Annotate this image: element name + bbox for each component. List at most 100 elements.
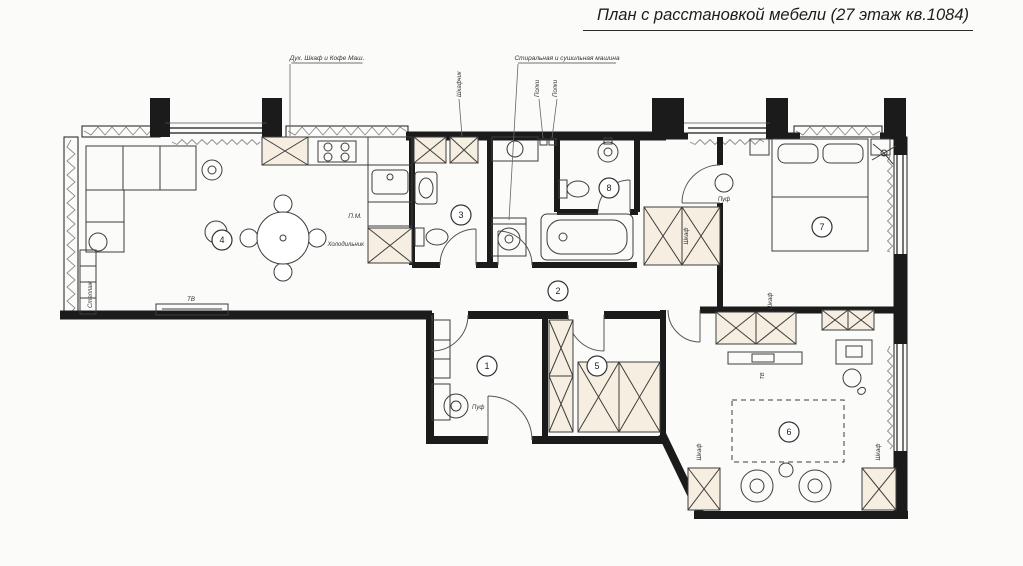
plan-label: Пуф [472, 405, 484, 411]
door-room6 [667, 309, 701, 343]
room-number-text: 2 [555, 286, 560, 296]
insulation-zigzag [689, 138, 765, 146]
dining-set [239, 194, 327, 282]
side-table [201, 159, 223, 181]
bathtub [540, 213, 634, 261]
room-number-text: 5 [594, 361, 599, 371]
wall-pier [766, 98, 788, 137]
kitchen-counter [261, 136, 413, 264]
nightstand [749, 138, 770, 156]
window-right-bedroom [896, 153, 904, 254]
tv-console-room6 [727, 351, 803, 365]
door-bedroom [681, 164, 721, 204]
kitchen-sink [371, 169, 409, 195]
bathroom-sink [414, 171, 438, 205]
room-number-badges-layer: 1 2 3 4 5 6 7 8 [211, 177, 833, 443]
bed [771, 138, 869, 252]
desk [835, 339, 873, 365]
window-top-living [170, 127, 262, 134]
walls-layer [60, 98, 908, 519]
windows-layer [165, 122, 904, 451]
insulation-zigzag [795, 126, 881, 136]
room-number-badge [450, 204, 472, 226]
wc-fixtures [558, 137, 619, 199]
bedroom-furniture [643, 138, 897, 266]
hall-bench [431, 383, 451, 421]
plan-label: Шкаф [684, 228, 690, 245]
plan-label: Стеллаж [88, 280, 94, 308]
room-number-text: 8 [606, 183, 611, 193]
insulation-zigzag [66, 139, 76, 313]
toilet-bathroom [425, 228, 449, 246]
room-number-text: 4 [219, 235, 224, 245]
desk-chair [842, 368, 862, 388]
door-entrance [487, 395, 533, 441]
room-number-badge [778, 421, 800, 443]
plan-label: Полки [553, 79, 559, 97]
wall-pier [884, 98, 906, 137]
room-number-badge [586, 355, 608, 377]
insulation-zigzag [171, 138, 261, 146]
plan-label: Шкаф [697, 444, 703, 461]
room-number-badge [476, 355, 498, 377]
side-table-room6 [778, 462, 794, 478]
window-right-room6 [896, 344, 904, 451]
pillow [822, 143, 864, 164]
plan-label: Шкаф [768, 293, 774, 310]
door-bathroom [439, 228, 477, 266]
plan-label: Шкафчик [457, 70, 463, 97]
room6-furniture [687, 309, 897, 511]
stove [317, 140, 357, 163]
pouf-hall [443, 393, 469, 419]
tv-console-living [155, 303, 229, 316]
annotation-leaders [289, 63, 558, 221]
armchair [798, 469, 832, 503]
plan-label: Холодильник [327, 242, 366, 248]
doors-layer [431, 164, 721, 441]
shelving-unit [79, 249, 97, 315]
wall-pier [150, 98, 170, 137]
room-number-text: 3 [458, 210, 463, 220]
insulation-zigzag [886, 345, 894, 450]
plan-label: Дух. Шкаф и Кофе Маш. [289, 55, 365, 62]
insulation-zigzag [83, 126, 159, 136]
room-number-text: 6 [786, 427, 791, 437]
plan-label: ТВ [760, 372, 766, 379]
hall-cabinet [431, 319, 451, 379]
plan-label: Пуф [718, 197, 730, 203]
plan-label: Стиральная и сушильная машина [514, 55, 620, 62]
furniture-layer [79, 136, 897, 511]
wc-sink [597, 141, 619, 163]
ceiling-fan-icon [871, 143, 897, 165]
room-number-text: 7 [819, 222, 824, 232]
plan-labels-layer: Дух. Шкаф и Кофе Маш. Стиральная и сушиль… [88, 55, 882, 460]
plan-label: Полки [535, 79, 541, 97]
pouf-living-2 [88, 232, 108, 252]
wall-pier [652, 98, 684, 137]
room-number-badge [547, 280, 569, 302]
plan-label: ТВ [187, 297, 195, 303]
rug [731, 399, 845, 463]
pouf-bedroom [714, 173, 734, 193]
plan-label: П.М. [348, 213, 362, 220]
armchair [740, 469, 774, 503]
room-number-badge [811, 216, 833, 238]
shelf [548, 138, 557, 146]
vanity-sink [506, 140, 524, 158]
laundry-bath-fixtures [491, 136, 634, 261]
wall-pier [262, 98, 282, 137]
plan-label: Шкаф [876, 444, 882, 461]
room-number-badge [598, 177, 620, 199]
insulation-zigzag [886, 155, 894, 253]
bathroom-fixtures [413, 136, 479, 247]
toilet-wc [566, 180, 590, 198]
pillow [777, 143, 819, 164]
room-number-text: 1 [484, 361, 489, 371]
sofa [85, 145, 197, 253]
drawing-title: План с расстановкой мебели (27 этаж кв.1… [583, 6, 973, 31]
window-top-bedroom [688, 127, 766, 134]
room-number-badge [211, 229, 233, 251]
drawing-title-text: План с расстановкой мебели (27 этаж кв.1… [597, 6, 969, 24]
